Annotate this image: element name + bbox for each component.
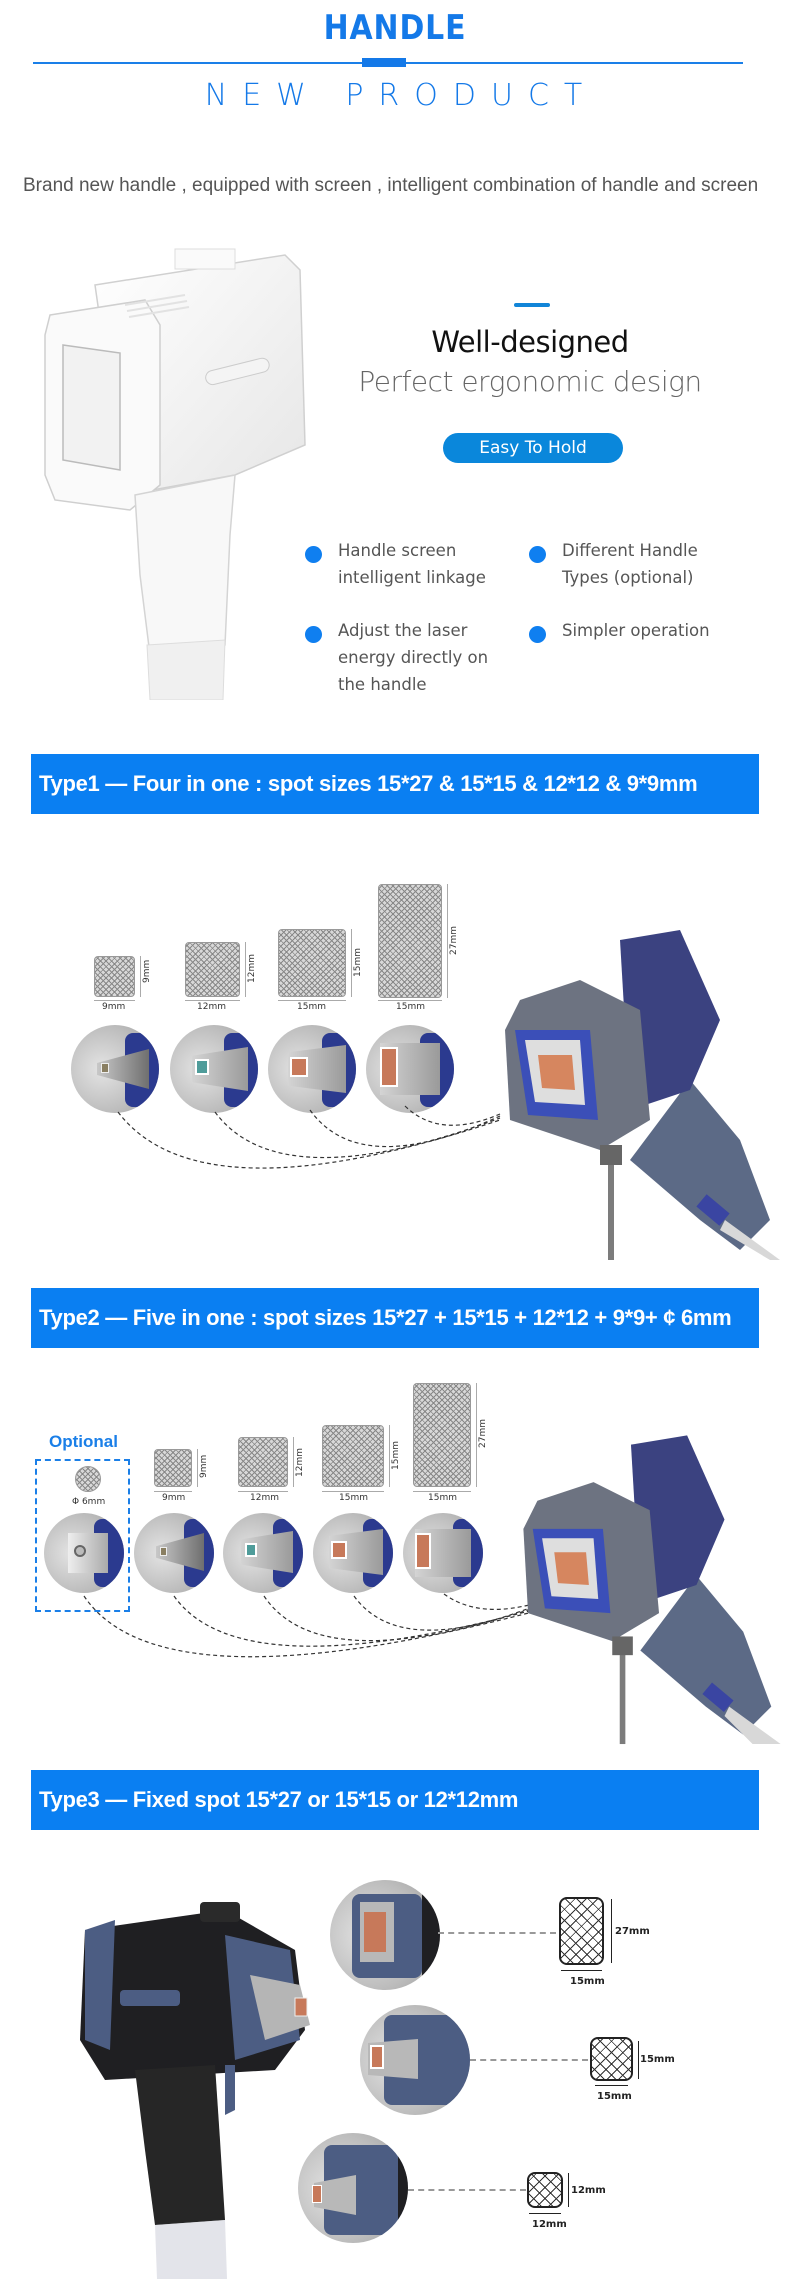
dim-line <box>476 1383 477 1487</box>
spot-width-label: 12mm <box>250 1493 279 1503</box>
section-subtitle: NEW PRODUCT <box>204 78 598 113</box>
tip-15x27mm-image <box>366 1025 454 1113</box>
dim-line <box>197 1449 198 1487</box>
tip-15x15mm-image <box>360 2005 470 2115</box>
spot-12x12-icon <box>527 2172 563 2208</box>
spot-width-label: 15mm <box>428 1493 457 1503</box>
dim-arrow <box>529 2213 561 2214</box>
tip-12mm-image <box>223 1513 303 1593</box>
dim-arrow <box>595 2085 628 2086</box>
dim-line <box>389 1425 390 1487</box>
accent-bar <box>514 303 550 307</box>
easy-to-hold-badge: Easy To Hold <box>443 433 623 463</box>
blue-handle-image <box>523 1435 781 1745</box>
spot-width-label: 9mm <box>162 1493 186 1503</box>
feature-item: Simpler operation <box>529 617 737 644</box>
bullet-icon <box>529 626 546 643</box>
tip-9mm-image <box>71 1025 159 1113</box>
spot-height-label: 27mm <box>449 926 459 955</box>
dim-line <box>245 942 246 997</box>
spot-height-label: 12mm <box>295 1448 305 1477</box>
dim-line <box>185 1000 240 1001</box>
dim-line <box>293 1437 294 1487</box>
spot-height-label: 9mm <box>199 1454 209 1478</box>
spot-diameter-label: Φ 6mm <box>72 1497 106 1507</box>
spot-height-label: 12mm <box>571 2185 606 2196</box>
dim-arrow <box>638 2041 639 2079</box>
spot-height-label: 15mm <box>353 948 363 977</box>
spot-15x27-icon <box>559 1897 604 1965</box>
section-title: HANDLE <box>323 8 467 48</box>
spot-15x15-icon <box>590 2037 633 2081</box>
connector-lines <box>83 1593 541 1658</box>
optional-tip-frame <box>35 1459 130 1612</box>
type2-banner: Type2 — Five in one : spot sizes 15*27 +… <box>31 1288 759 1348</box>
connector-lines <box>117 1105 501 1169</box>
tip-6mm-image <box>44 1513 124 1593</box>
dim-line <box>378 1000 442 1001</box>
spot-15x15-icon <box>322 1425 384 1487</box>
dim-line <box>238 1491 288 1492</box>
design-title: Well-designed <box>431 325 629 359</box>
dim-line <box>447 884 448 998</box>
feature-item: Adjust the laser energy directly on the … <box>305 617 513 698</box>
spot-width-label: 12mm <box>532 2219 567 2230</box>
intro-text: Brand new handle , equipped with screen … <box>23 175 759 196</box>
spot-height-label: 15mm <box>391 1441 401 1470</box>
dim-arrow <box>611 1899 612 1963</box>
spot-height-label: 12mm <box>247 954 257 983</box>
connector-line <box>470 2059 588 2061</box>
tip-12x12mm-image <box>298 2133 408 2243</box>
bullet-icon <box>305 626 322 643</box>
spot-height-label: 27mm <box>615 1926 650 1937</box>
tip-15x27mm-image <box>330 1880 440 1990</box>
tip-9mm-image <box>134 1513 214 1593</box>
feature-item: Handle screen intelligent linkage <box>305 537 513 591</box>
spot-width-label: 15mm <box>297 1002 326 1012</box>
spot-width-label: 15mm <box>339 1493 368 1503</box>
spot-9x9-icon <box>94 956 135 997</box>
white-handle-image <box>44 248 306 700</box>
spot-15x27-icon <box>378 884 442 998</box>
spot-width-label: 15mm <box>597 2091 632 2102</box>
dim-line <box>154 1491 192 1492</box>
dim-line <box>278 1000 346 1001</box>
tip-15mm-image <box>268 1025 356 1113</box>
design-subtitle: Perfect ergonomic design <box>358 365 702 398</box>
bullet-icon <box>305 546 322 563</box>
spot-width-label: 9mm <box>102 1002 126 1012</box>
connector-line <box>438 1932 556 1934</box>
spot-width-label: 12mm <box>197 1002 226 1012</box>
title-divider-accent <box>362 58 406 67</box>
tip-12mm-image <box>170 1025 258 1113</box>
dim-line <box>413 1491 471 1492</box>
dim-arrow <box>561 1970 602 1971</box>
dark-handle-image <box>80 1902 310 2279</box>
type1-banner: Type1 — Four in one : spot sizes 15*27 &… <box>31 754 759 814</box>
optional-label: Optional <box>49 1432 118 1451</box>
spot-width-label: 15mm <box>396 1002 425 1012</box>
spot-width-label: 15mm <box>570 1976 605 1987</box>
bullet-icon <box>529 546 546 563</box>
tip-15x27mm-image <box>403 1513 483 1593</box>
dim-line <box>322 1491 384 1492</box>
spot-height-label: 15mm <box>640 2054 675 2065</box>
spot-15x27-icon <box>413 1383 471 1487</box>
dim-line <box>140 956 141 997</box>
spot-12x12-icon <box>238 1437 288 1487</box>
spot-15x15-icon <box>278 929 346 997</box>
feature-item: Different Handle Types (optional) <box>529 537 737 591</box>
tip-15mm-image <box>313 1513 393 1593</box>
dim-line <box>351 929 352 997</box>
spot-height-label: 27mm <box>478 1419 488 1448</box>
connector-line <box>408 2189 526 2191</box>
dim-line <box>94 1000 135 1001</box>
spot-9x9-icon <box>154 1449 192 1487</box>
type3-banner: Type3 — Fixed spot 15*27 or 15*15 or 12*… <box>31 1770 759 1830</box>
spot-6mm-circle-icon <box>75 1466 101 1492</box>
spot-12x12-icon <box>185 942 240 997</box>
dim-arrow <box>568 2173 569 2207</box>
spot-height-label: 9mm <box>142 959 152 983</box>
blue-handle-image <box>505 930 780 1260</box>
